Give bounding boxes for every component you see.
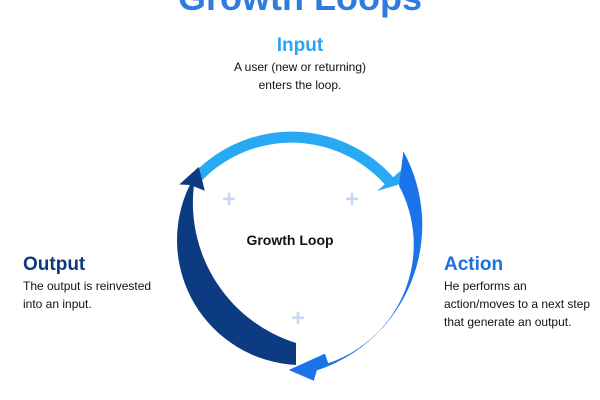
output-description-line-1: The output is reinvested [23, 279, 152, 293]
action-label-block: Action He performs an action/moves to a … [444, 253, 600, 331]
plus-icon: + [344, 186, 359, 213]
plus-icon: + [221, 186, 236, 213]
input-label-block: Input A user (new or returning) enters t… [0, 34, 600, 94]
input-arc [188, 131, 411, 191]
output-description-line-2: into an input. [23, 297, 92, 311]
action-arc [288, 151, 423, 381]
input-description-line-2: enters the loop. [258, 78, 342, 92]
output-label-block: Output The output is reinvested into an … [23, 253, 193, 313]
output-title: Output [23, 254, 86, 275]
input-description-line-1: A user (new or returning) [233, 60, 367, 74]
action-title: Action [444, 254, 504, 275]
input-title: Input [276, 35, 324, 56]
action-description-line-3: that generate an output. [444, 315, 572, 329]
center-label: Growth Loop [246, 232, 334, 248]
action-description-line-1: He performs an [444, 279, 527, 293]
plus-icon: + [290, 305, 305, 332]
output-arc [177, 166, 296, 365]
action-description-line-2: action/moves to a next step [444, 297, 591, 311]
page-title: Growth Loops [0, 0, 600, 18]
